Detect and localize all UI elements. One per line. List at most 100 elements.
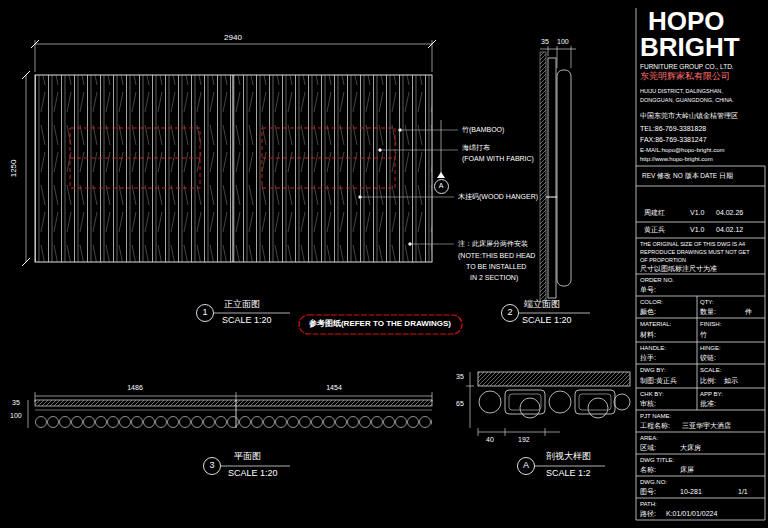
label: HUIJU DISTRICT, DALINGSHAN, [640,88,723,94]
label: SCALE 1:20 [222,316,272,326]
label: 三亚华宇大酒店 [682,422,731,430]
label: DWG BY: [640,367,666,374]
label: 65 [456,400,464,408]
label: 1454 [326,384,342,392]
view-number-circle: A [434,179,449,194]
label: 1486 [127,384,143,392]
label: 35 [12,399,20,407]
label: 正立面图 [224,300,260,310]
label: SCALE 1:20 [522,316,572,326]
label: 40 [486,436,494,444]
label: 如示 [724,377,738,385]
label: 海绵打布 [462,144,490,152]
callout-number: 3 [209,461,214,471]
label: REV 修改 NO 版本 DATE 日期 [642,172,733,179]
view-number-circle: 2 [501,304,519,322]
callout-number: A [523,461,529,471]
label: 拉手: [640,354,656,362]
label: 竹 [700,331,707,339]
callout-number: 2 [507,308,512,318]
label: OF PROPORTION [640,257,686,263]
label: 名称: [640,466,656,474]
label: 剖视大样图 [546,452,591,462]
callout-number: 1 [202,308,207,318]
label: CHK BY: [640,391,664,398]
label: 平面图 [234,452,261,462]
label: 颜色: [640,308,656,316]
label: 竹(BAMBOO) [462,126,504,134]
callout-number: A [439,182,444,190]
label: 1/1 [738,488,748,496]
label: 件 [745,308,752,316]
label: 铰链: [700,354,716,362]
label: 大床房 [680,444,701,452]
label: V1.0 [690,209,704,217]
label: 批准: [700,400,716,408]
label: DWG.NO: [640,479,667,486]
label: 1250 [10,159,19,177]
view-number-circle: 1 [196,304,214,322]
label: 图号: [640,488,656,496]
label: V1.0 [690,226,704,234]
label: PJT NAME: [640,413,671,420]
label: AREA: [640,435,658,442]
label: BRIGHT [640,34,740,60]
label: 工程名称: [640,422,670,430]
label: 材料: [640,331,656,339]
label: 10-281 [680,488,702,496]
label: 数量: [700,308,716,316]
label: E-MAIL:hopo@hopo-bright.com [640,147,724,154]
label: 黄正兵 [644,226,665,234]
label: 东莞明辉家私有限公司 [640,72,730,82]
view-number-circle: 3 [203,457,221,475]
label: 端立面图 [524,300,560,310]
label: (FOAM WITH FABRIC) [462,155,534,163]
label: 35 [456,373,464,381]
label: 制图:黄正兵 [640,377,677,385]
label: REPRODUCE DRAWINGS MUST NOT GET [640,249,750,255]
label: 审核: [640,400,656,408]
label: http://www.hopo-bright.com [640,156,713,163]
label: 192 [518,436,530,444]
label: 100 [557,38,569,46]
label: 路径: [640,510,656,518]
label: 中国东莞市大岭山镇金桔管理区 [640,112,738,120]
label: 04.02.26 [716,209,743,217]
label: COLOR: [640,299,663,306]
label: APP BY: [700,391,723,398]
label: 单号: [640,286,656,294]
label: HANDLE: [640,345,666,352]
label: THE ORIGINAL SIZE OF THIS DWG IS A4 [640,241,745,247]
label: 04.02.12 [716,226,743,234]
label: QTY: [700,299,714,306]
label: PATH: [640,501,657,508]
label: MATERIAL: [640,321,671,328]
label: 100 [10,412,22,420]
reference-note: 参考图纸(REFER TO THE DRAWINGS) [309,320,451,329]
label: HOPO [648,8,725,34]
label: 床屏 [680,466,694,474]
label: ORDER NO. [640,277,674,284]
label: FAX:86-769-3381247 [640,136,707,144]
reference-cloud: 参考图纸(REFER TO THE DRAWINGS) [298,314,463,335]
label: TO BE INSTALLED [466,263,526,271]
label: 木挂码(WOOD HANGER) [458,193,538,201]
label: SCALE 1:2 [546,469,591,479]
label: TEL:86-769-3381828 [640,125,706,133]
label: DONGGUAN, GUANGDONG, CHINA. [640,97,734,103]
label: (NOTE:THIS BED HEAD [458,252,535,260]
label: 35 [541,38,549,46]
label: IN 2 SECTION) [470,274,518,282]
label: 注：此床屏分两件安装 [458,240,528,248]
label: 尺寸以图纸标注尺寸为准 [640,265,717,272]
label: SCALE 1:20 [228,469,278,479]
label: 周建红 [644,209,665,217]
label: FURNITURE GROUP CO., LTD. [640,63,734,70]
label: 2940 [224,34,242,43]
label: FINISH: [700,321,721,328]
label: DWG TITLE: [640,457,674,464]
label: 比例: [700,377,716,385]
label: HINGE: [700,345,721,352]
label: K:01/01/01/0224 [666,510,717,518]
